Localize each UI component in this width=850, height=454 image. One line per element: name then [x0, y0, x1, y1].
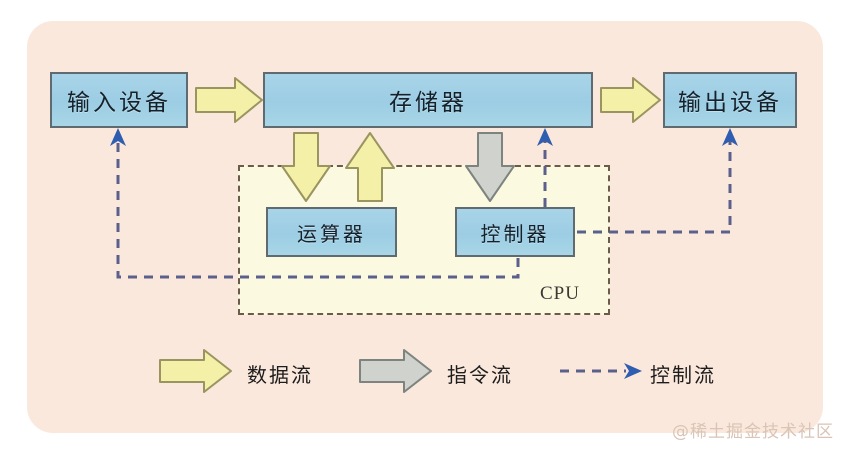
control-line-to-output	[577, 137, 732, 234]
data-arrow-alu-to-storage	[345, 132, 395, 202]
control-arrowhead-output	[722, 128, 738, 146]
data-arrow-storage-to-alu	[281, 132, 331, 202]
watermark: @稀土掘金技术社区	[672, 422, 834, 442]
legend-label-instruction-flow: 指令流	[447, 365, 513, 387]
legend-data-arrow-icon	[159, 349, 232, 393]
node-input-device[interactable]: 输入设备	[50, 72, 188, 128]
control-arrowhead-input	[110, 128, 126, 146]
cpu-region-label: CPU	[540, 283, 580, 304]
control-flow-lines	[116, 137, 732, 279]
node-storage[interactable]: 存储器	[263, 72, 593, 128]
legend-label-data-flow: 数据流	[247, 365, 313, 387]
node-output-device[interactable]: 输出设备	[663, 72, 797, 128]
legend-control-arrow-icon	[560, 363, 642, 379]
node-alu-label: 运算器	[297, 223, 366, 246]
data-arrow-storage-to-output	[600, 77, 661, 123]
control-flow-arrowheads	[110, 128, 738, 146]
node-storage-label: 存储器	[389, 90, 467, 115]
node-output-device-label: 输出设备	[678, 90, 782, 115]
node-controller[interactable]: 控制器	[455, 207, 575, 257]
legend-instruction-arrow-icon	[359, 349, 432, 393]
node-input-device-label: 输入设备	[67, 90, 171, 115]
node-alu[interactable]: 运算器	[266, 207, 397, 257]
control-arrowhead-storage	[537, 128, 553, 146]
instruction-arrow-storage-to-controller	[465, 132, 515, 202]
control-line-to-input	[116, 137, 520, 279]
data-arrow-input-to-storage	[195, 77, 263, 123]
node-controller-label: 控制器	[480, 223, 550, 246]
legend-label-control-flow: 控制流	[650, 365, 716, 387]
